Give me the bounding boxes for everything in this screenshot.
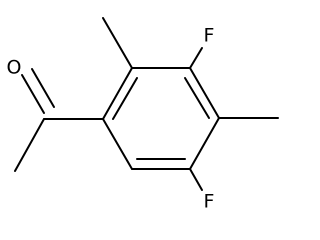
ring-bond-4: [189, 117, 220, 170]
bond-fluorine-bottom: [189, 168, 203, 191]
ring-inner-bond-1: [112, 77, 138, 120]
fluorine-bottom-label: F: [204, 191, 215, 213]
molecule-diagram: O F F: [7, 17, 279, 213]
bond-fluorine-top: [189, 47, 203, 69]
bond-carbonyl-b: [31, 68, 55, 108]
ring-inner-bond-2: [184, 77, 210, 119]
bond-methyl-ortho: [102, 17, 133, 69]
bond-methyl-acetyl: [14, 118, 45, 172]
structure-svg: O F F: [7, 17, 279, 213]
fluorine-top-label: F: [204, 25, 215, 47]
ring-bond-6: [102, 118, 133, 170]
ring-bond-1: [102, 67, 133, 120]
oxygen-label: O: [7, 57, 22, 79]
ring-bond-3: [189, 67, 220, 119]
bond-carbonyl-a: [21, 74, 45, 114]
